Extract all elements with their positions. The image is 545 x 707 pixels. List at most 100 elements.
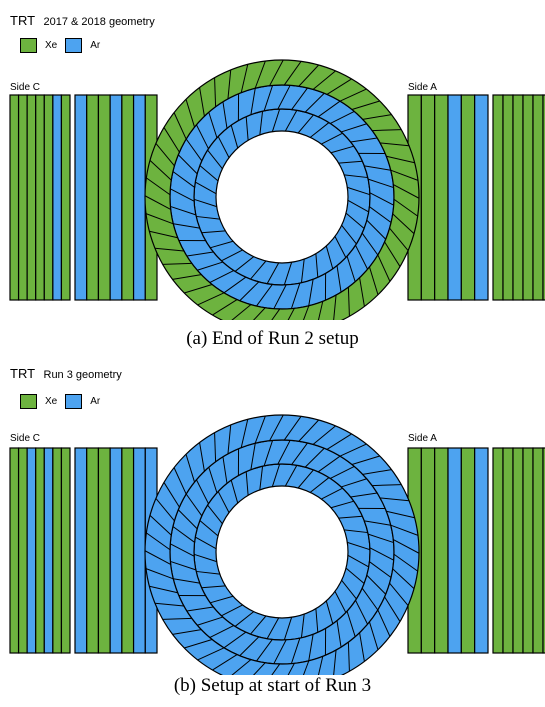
- panel-b-title-main: TRT: [10, 366, 36, 381]
- barrel-ring-2-module-divider: [277, 440, 291, 465]
- barrel-ring-3-module-divider: [271, 663, 281, 675]
- panel-a-caption: (a) End of Run 2 setup: [186, 328, 359, 349]
- barrel-ring-1-module-divider: [266, 262, 280, 284]
- barrel-ring-2-module-divider: [250, 88, 256, 115]
- barrel-ring-3-module-divider: [380, 497, 410, 502]
- barrel-ring-2-module-divider: [170, 560, 196, 571]
- barrel-ring-1-module-divider: [347, 554, 369, 568]
- barrel-ring-2-module-divider: [361, 232, 379, 256]
- barrel-ring-3-module-divider: [372, 484, 402, 487]
- side-a-block-2-strip-xe: [542, 94, 545, 301]
- barrel-ring-1-module-divider: [345, 212, 365, 229]
- barrel-ring-3-band: [145, 415, 419, 675]
- barrel-ring-3-module-divider: [377, 254, 391, 282]
- barrel-ring-3-module-divider: [326, 433, 352, 450]
- legend-label-xe: Xe: [45, 40, 58, 51]
- barrel-ring-2-module-divider: [239, 636, 260, 657]
- barrel-ring-3-module-divider: [347, 287, 350, 317]
- barrel-ring-3-module-divider: [392, 213, 415, 235]
- panel-a-side-a-label: Side A: [408, 82, 437, 93]
- side-c-block-1-strip-ar: [26, 447, 37, 654]
- barrel-ring-1-module-divider: [344, 529, 368, 534]
- side-c-block-1-strip-xe: [17, 447, 28, 654]
- barrel-ring-2-module-divider: [186, 606, 214, 612]
- barrel-ring-1-module-divider: [309, 477, 330, 493]
- side-a-block-2-strip-xe: [542, 447, 545, 654]
- barrel-ring-2-module-divider: [209, 625, 234, 639]
- side-c-block-1-strip-xe: [9, 94, 20, 301]
- panel-b-title: TRT Run 3 geometry: [10, 365, 122, 383]
- barrel-ring-3-module-divider: [227, 424, 232, 454]
- barrel-ring-3-module-divider: [163, 127, 180, 153]
- barrel-ring-1-module-divider: [196, 570, 220, 575]
- barrel-ring-3-module-divider: [231, 659, 252, 675]
- side-c-block-2-strip-xe: [86, 94, 100, 301]
- side-a-block-2-strip-xe: [522, 94, 534, 301]
- barrel-ring-3-module-divider: [253, 662, 266, 675]
- barrel-ring-1-module-divider: [259, 111, 264, 135]
- side-a-block-2: [492, 94, 545, 301]
- barrel-ring-2-module-divider: [223, 631, 247, 649]
- barrel-ring-1-module-divider: [297, 469, 314, 489]
- barrel-ring-3-module-divider: [302, 305, 310, 320]
- legend-item-xe: Xe: [20, 38, 57, 53]
- barrel-ring-3-module-divider: [302, 660, 310, 675]
- side-c-block-1-strip-xe: [35, 94, 45, 301]
- barrel-ring-1-module-divider: [217, 491, 230, 513]
- barrel-ring-2-module-divider: [350, 492, 378, 498]
- xe-swatch: [20, 38, 37, 53]
- side-c-block-1-strip-xe: [26, 94, 37, 301]
- barrel-ring-3-module-divider: [149, 514, 172, 536]
- barrel-ring-3-module-divider: [146, 177, 171, 196]
- barrel-ring-3-module-divider: [392, 568, 415, 590]
- barrel-ring-2-band: [170, 85, 394, 309]
- side-c-block-1: [9, 447, 71, 654]
- barrel-ring-3-module-divider: [339, 88, 367, 102]
- side-a-block-1-strip-xe: [420, 447, 436, 654]
- barrel-ring-3-module-divider: [145, 213, 174, 225]
- barrel-ring-3-module-divider: [389, 582, 409, 606]
- barrel-ring-2-module-divider: [290, 283, 301, 309]
- side-a-block-1-strip-xe: [434, 94, 449, 301]
- panel-b: TRT Run 3 geometry Xe Ar Side C Side A (…: [0, 355, 545, 707]
- barrel-ring-1-module-divider: [221, 604, 243, 617]
- barrel-ring-1-module-divider: [341, 224, 357, 245]
- barrel-ring-2-module-divider: [366, 219, 387, 240]
- barrel-ring-3-module-divider: [333, 650, 337, 675]
- barrel-ring-2-module-divider: [197, 261, 223, 271]
- barrel-ring-1: [193, 108, 371, 286]
- barrel-ring-2-module-divider: [341, 478, 367, 488]
- barrel-ring-2-module-divider: [172, 171, 195, 188]
- barrel-ring-3-module-divider: [162, 617, 192, 620]
- barrel-ring-3-module-divider: [149, 585, 178, 594]
- side-a-block-2-strip-xe: [532, 447, 544, 654]
- barrel-ring-1-module-divider: [347, 186, 371, 196]
- barrel-ring-3-module-divider: [368, 266, 379, 295]
- barrel-ring-1-module-divider: [284, 465, 298, 487]
- barrel-ring-2-inner-edge: [193, 108, 371, 286]
- side-a-block-1-strip-xe: [460, 94, 476, 301]
- barrel-ring-2-module-divider: [173, 578, 200, 584]
- barrel-ring-3-module-divider: [185, 99, 196, 128]
- side-c-block-2-strip-xe: [97, 94, 111, 301]
- panel-a-title: TRT 2017 & 2018 geometry: [10, 12, 155, 30]
- side-c-block-1-strip-xe: [35, 447, 45, 654]
- barrel-ring-3-module-divider: [231, 304, 252, 320]
- barrel-ring-2-module-divider: [239, 281, 260, 302]
- side-c-block-2-strip-xe: [97, 447, 111, 654]
- barrel-ring-3-outer-edge: [144, 59, 420, 320]
- barrel-ring-1-band: [194, 109, 370, 285]
- barrel-ring-1-module-divider: [207, 504, 223, 525]
- barrel-ring-1-module-divider: [325, 245, 334, 269]
- barrel-ring-1-module-divider: [347, 541, 371, 551]
- barrel-ring-1-module-divider: [271, 463, 281, 487]
- barrel-ring-1-module-divider: [271, 108, 281, 132]
- barrel-ring-3: [144, 414, 420, 675]
- barrel-ring-2-module-divider: [361, 587, 379, 611]
- barrel-ring-3-module-divider: [386, 510, 415, 519]
- ar-swatch: [65, 38, 83, 53]
- barrel-ring-1-module-divider: [334, 591, 347, 613]
- barrel-ring-2-module-divider: [170, 188, 195, 202]
- barrel-ring-1-module-divider: [315, 608, 319, 633]
- panel-b-side-a-label: Side A: [408, 433, 437, 444]
